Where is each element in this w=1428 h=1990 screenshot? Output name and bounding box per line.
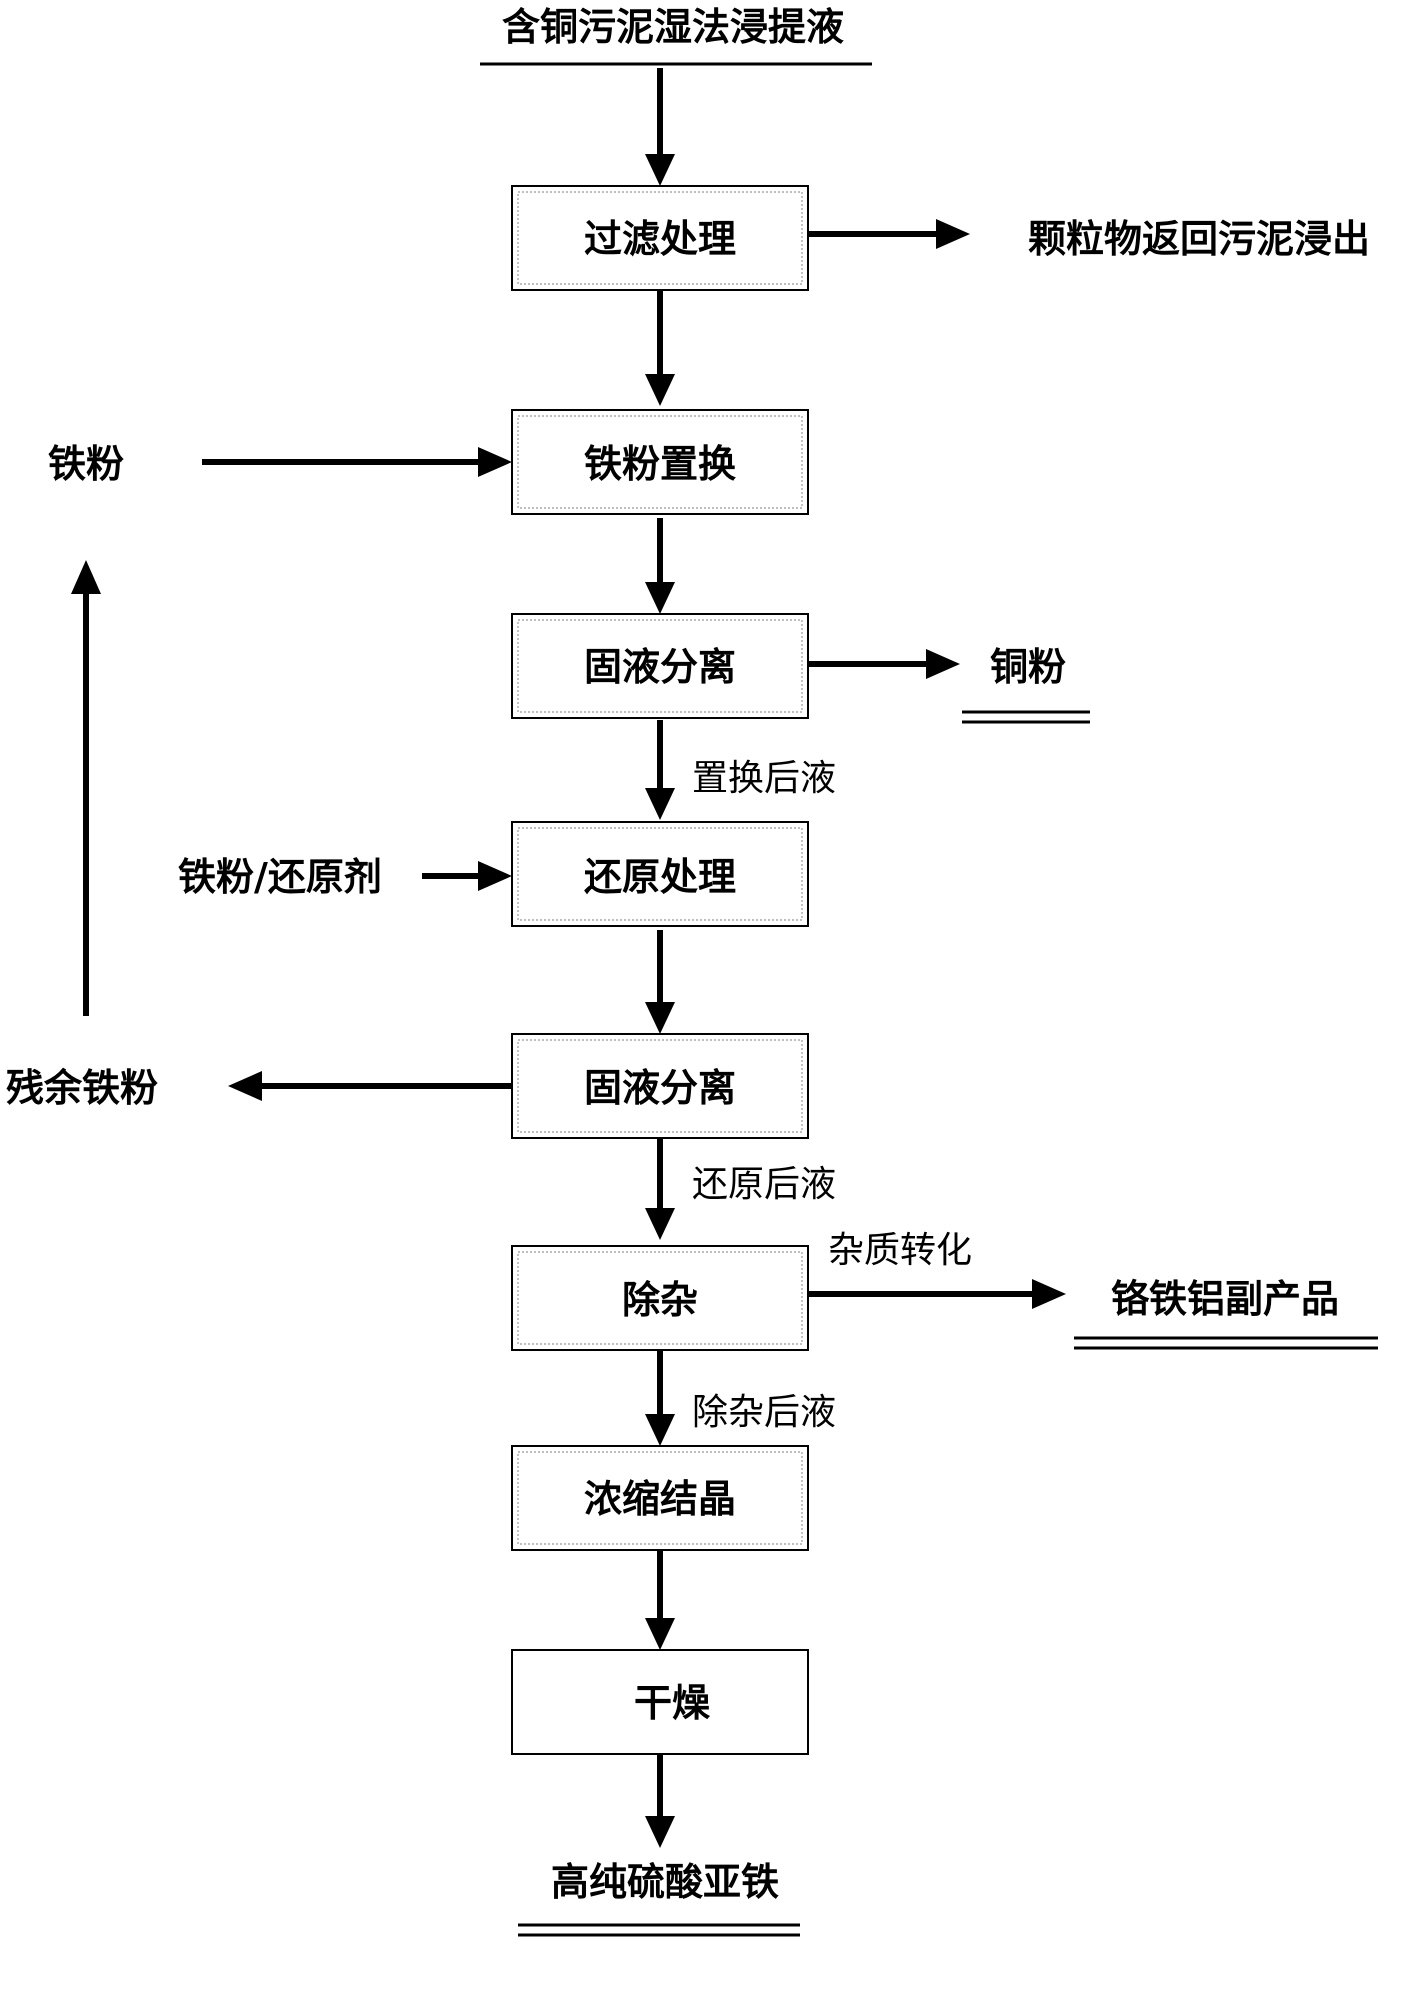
byproduct-double-underline <box>1074 1336 1378 1350</box>
input-iron-powder-label: 铁粉 <box>48 442 124 486</box>
arrow-reductant-to-reduction <box>422 861 512 891</box>
flow-label-after-reduction: 还原后液 <box>692 1164 836 1205</box>
step-impurity-removal-label: 除杂 <box>622 1278 698 1322</box>
step-separation2-label: 固液分离 <box>584 1066 736 1110</box>
arrow-start-to-filter <box>645 68 675 186</box>
step-impurity-removal-box: 除杂 <box>511 1245 809 1351</box>
step-dry-box: 干燥 <box>511 1649 809 1755</box>
arrow-concentrate-to-dry <box>645 1548 675 1650</box>
flow-label-after-replacement: 置换后液 <box>692 758 836 799</box>
arrow-iron-powder-to-replace <box>202 447 512 477</box>
arrow-filter-to-replace <box>645 290 675 406</box>
step-reduction-label: 还原处理 <box>584 855 736 899</box>
arrow-dry-to-end <box>645 1750 675 1848</box>
end-double-underline <box>518 1923 800 1937</box>
arrow-sep2-to-impurity <box>645 1138 675 1240</box>
output-byproduct-label: 铬铁铝副产品 <box>1111 1277 1339 1321</box>
arrow-impurity-to-concentrate <box>645 1348 675 1446</box>
step-filter-label: 过滤处理 <box>584 217 736 261</box>
output-residual-iron-label: 残余铁粉 <box>6 1066 158 1110</box>
step-concentrate-label: 浓缩结晶 <box>584 1477 736 1521</box>
input-iron-reductant-label: 铁粉/还原剂 <box>178 855 382 899</box>
arrow-reduction-to-sep2 <box>645 930 675 1034</box>
step-filter-box: 过滤处理 <box>511 185 809 291</box>
step-iron-replace-label: 铁粉置换 <box>584 442 736 486</box>
flow-label-impurity-conversion: 杂质转化 <box>828 1230 972 1271</box>
output-particles-return-label: 颗粒物返回污泥浸出 <box>1028 217 1370 261</box>
step-reduction-box: 还原处理 <box>511 821 809 927</box>
copper-double-underline <box>962 710 1090 724</box>
arrow-recycle-residual-to-iron <box>71 560 101 1016</box>
step-separation1-label: 固液分离 <box>584 645 736 689</box>
arrow-replace-to-sep1 <box>645 518 675 614</box>
arrow-impurity-to-byproduct <box>808 1279 1066 1309</box>
step-separation2-box: 固液分离 <box>511 1033 809 1139</box>
arrow-sep1-to-copper <box>808 649 960 679</box>
step-iron-replace-box: 铁粉置换 <box>511 409 809 515</box>
output-copper-powder-label: 铜粉 <box>990 645 1066 689</box>
step-dry-label: 干燥 <box>634 1681 711 1725</box>
arrow-filter-to-particles <box>808 219 970 249</box>
arrow-sep2-to-residual <box>228 1071 512 1101</box>
step-concentrate-box: 浓缩结晶 <box>511 1445 809 1551</box>
arrow-sep1-to-reduction <box>645 720 675 820</box>
step-separation1-box: 固液分离 <box>511 613 809 719</box>
start-label: 含铜污泥湿法浸提液 <box>502 5 844 49</box>
flow-label-after-impurity: 除杂后液 <box>692 1392 836 1433</box>
end-label: 高纯硫酸亚铁 <box>551 1860 779 1904</box>
